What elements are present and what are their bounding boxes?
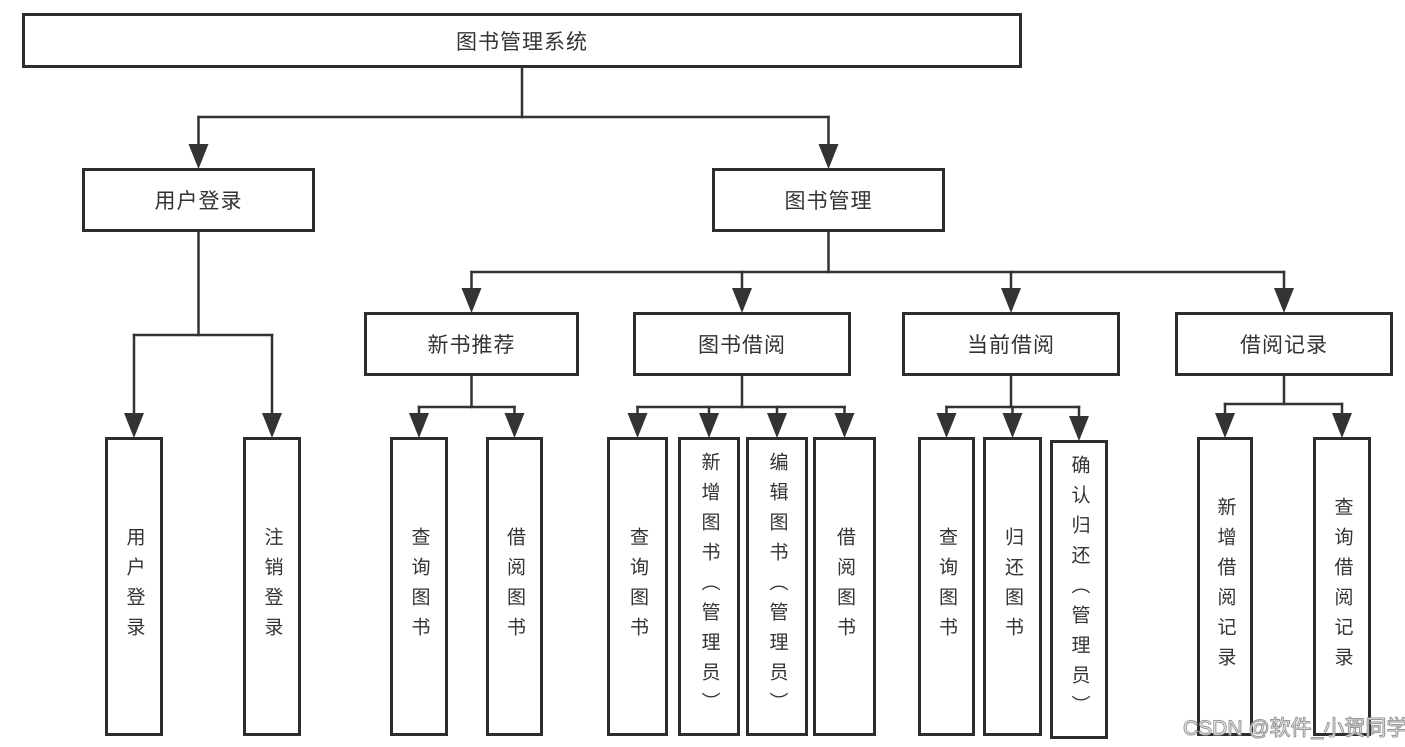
- node-leaf-user-login: 用户登录: [105, 437, 163, 736]
- arrowhead-icon: [699, 413, 719, 438]
- arrowhead-icon: [1215, 413, 1235, 438]
- node-leaf-confirm-return: 确认归还（管理员）: [1050, 440, 1108, 739]
- node-label-user-login: 用户登录: [154, 190, 243, 213]
- arrowhead-icon: [627, 413, 648, 438]
- arrowhead-icon: [504, 413, 525, 438]
- node-label-new-book-rec: 新书推荐: [427, 334, 516, 357]
- node-borrow-record: 借阅记录: [1175, 312, 1393, 376]
- node-label-leaf-add-record: 新增借阅记录: [1214, 496, 1236, 677]
- node-label-leaf-confirm-return: 确认归还（管理员）: [1068, 454, 1090, 725]
- node-leaf-query-book-3: 查询图书: [918, 437, 975, 736]
- node-label-leaf-query-record: 查询借阅记录: [1331, 496, 1353, 677]
- node-leaf-add-book: 新增图书（管理员）: [678, 437, 740, 736]
- node-label-leaf-borrow-book-2: 借阅图书: [834, 526, 855, 647]
- arrowhead-icon: [461, 288, 482, 313]
- node-label-leaf-borrow-book-1: 借阅图书: [504, 526, 525, 647]
- node-label-book-borrow: 图书借阅: [698, 334, 786, 357]
- arrowhead-icon: [188, 144, 209, 169]
- node-label-leaf-return-book: 归还图书: [1002, 526, 1023, 647]
- node-label-leaf-query-book-1: 查询图书: [408, 526, 430, 647]
- node-leaf-return-book: 归还图书: [983, 437, 1042, 736]
- node-leaf-query-book-1: 查询图书: [390, 437, 448, 736]
- arrowhead-icon: [1274, 288, 1294, 313]
- node-label-current-borrow: 当前借阅: [967, 334, 1055, 357]
- node-label-leaf-edit-book: 编辑图书（管理员）: [766, 451, 788, 722]
- arrowhead-icon: [1002, 413, 1023, 438]
- node-label-leaf-add-book: 新增图书（管理员）: [698, 451, 720, 722]
- arrowhead-icon: [767, 413, 787, 438]
- node-new-book-rec: 新书推荐: [364, 312, 579, 376]
- node-label-leaf-query-book-2: 查询图书: [627, 526, 648, 647]
- node-leaf-add-record: 新增借阅记录: [1197, 437, 1253, 736]
- watermark: CSDN @软件_小贺同学: [1182, 717, 1405, 741]
- node-root: 图书管理系统: [22, 13, 1022, 68]
- node-label-leaf-query-book-3: 查询图书: [936, 526, 957, 647]
- node-leaf-logout: 注销登录: [243, 437, 301, 736]
- node-leaf-query-book-2: 查询图书: [607, 437, 668, 736]
- arrowhead-icon: [1069, 416, 1089, 441]
- node-leaf-borrow-book-1: 借阅图书: [486, 437, 543, 736]
- arrowhead-icon: [124, 413, 144, 438]
- node-leaf-edit-book: 编辑图书（管理员）: [746, 437, 808, 736]
- node-book-borrow: 图书借阅: [633, 312, 851, 376]
- node-user-login: 用户登录: [82, 168, 315, 232]
- arrowhead-icon: [409, 413, 429, 438]
- node-leaf-borrow-book-2: 借阅图书: [813, 437, 876, 736]
- arrowhead-icon: [732, 288, 752, 313]
- node-label-leaf-user-login: 用户登录: [123, 526, 145, 647]
- node-label-book-mgmt: 图书管理: [784, 190, 873, 213]
- arrowhead-icon: [818, 144, 839, 169]
- node-leaf-query-record: 查询借阅记录: [1313, 437, 1371, 736]
- arrowhead-icon: [262, 413, 282, 438]
- node-label-root: 图书管理系统: [456, 30, 588, 54]
- node-book-mgmt: 图书管理: [712, 168, 945, 232]
- node-current-borrow: 当前借阅: [902, 312, 1120, 376]
- arrowhead-icon: [1332, 413, 1352, 438]
- arrowhead-icon: [936, 413, 957, 438]
- node-label-borrow-record: 借阅记录: [1240, 334, 1328, 357]
- node-label-leaf-logout: 注销登录: [261, 526, 283, 647]
- arrowhead-icon: [834, 413, 855, 438]
- arrowhead-icon: [1001, 288, 1021, 313]
